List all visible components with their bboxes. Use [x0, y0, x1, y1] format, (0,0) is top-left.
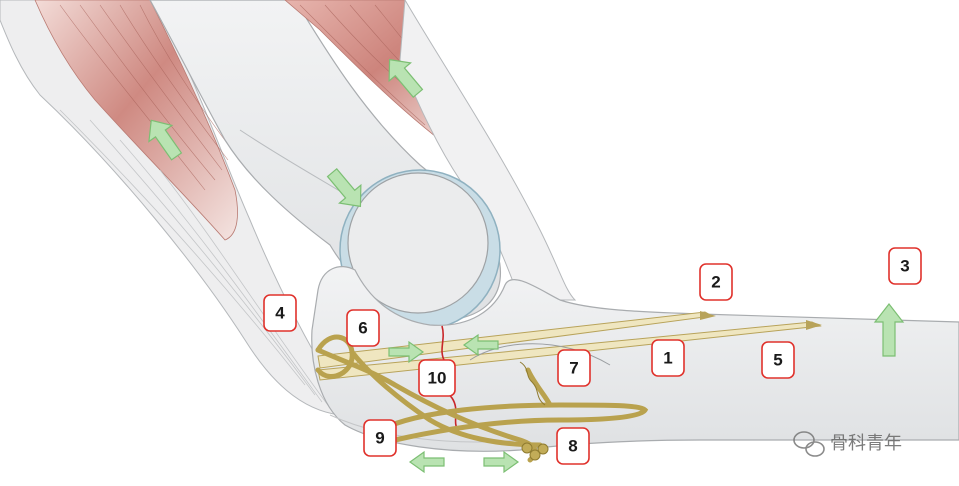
svg-text:1: 1	[663, 349, 672, 368]
svg-text:10: 10	[428, 369, 447, 388]
label-5: 5	[761, 341, 795, 379]
triceps-tendon	[0, 0, 341, 416]
svg-text:8: 8	[568, 437, 577, 456]
watermark: 骨科青年	[793, 431, 902, 457]
svg-text:2: 2	[711, 273, 720, 292]
watermark-text: 骨科青年	[830, 433, 902, 454]
svg-text:5: 5	[773, 351, 782, 370]
label-6: 6	[346, 309, 380, 347]
tendon-fibers	[59, 109, 331, 409]
wire-twist-7	[519, 361, 546, 406]
label-9: 9	[363, 419, 397, 457]
arrow-up-left-2	[388, 58, 424, 99]
label-10: 10	[418, 359, 456, 397]
wire-knot-8	[521, 442, 549, 461]
tension-band-wire	[315, 334, 649, 463]
anterior-tendon	[399, 0, 577, 301]
label-4: 4	[263, 294, 297, 332]
humeral-condyle	[347, 172, 489, 314]
arrow-right-6	[388, 340, 425, 364]
svg-text:7: 7	[569, 359, 578, 378]
muscle-fibers-left	[59, 4, 233, 191]
label-8: 8	[556, 427, 590, 465]
svg-text:9: 9	[375, 429, 384, 448]
force-arrows	[148, 58, 905, 474]
arrow-up-3	[873, 303, 905, 357]
arrow-left-bottom	[408, 450, 445, 474]
arrow-up-left-1	[148, 119, 183, 161]
wechat-icon	[793, 431, 825, 457]
svg-text:3: 3	[900, 257, 909, 276]
label-7: 7	[557, 349, 591, 387]
arrow-right-bottom	[483, 450, 520, 474]
tunnel-line	[469, 343, 611, 366]
triceps-muscle	[34, 0, 238, 241]
arrow-left-10	[462, 333, 499, 357]
label-2: 2	[699, 263, 733, 301]
arrow-down-right	[326, 167, 362, 208]
label-3: 3	[888, 247, 922, 285]
svg-text:4: 4	[275, 304, 285, 323]
label-1: 1	[651, 339, 685, 377]
svg-text:6: 6	[358, 319, 367, 338]
